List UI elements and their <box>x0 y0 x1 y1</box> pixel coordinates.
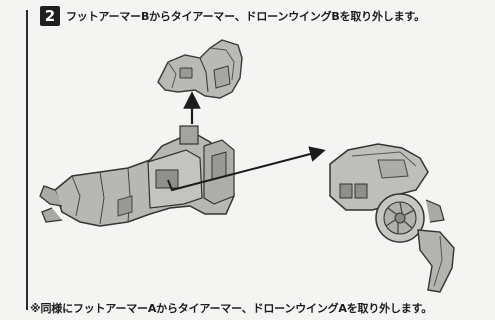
foot-armor-part <box>39 125 235 227</box>
step-instruction: フットアーマーBからタイアーマー、ドローンウイングBを取り外します。 <box>66 10 425 23</box>
footnote: ※同様にフットアーマーAからタイアーマー、ドローンウイングAを取り外します。 <box>30 302 433 315</box>
step-number-badge: 2 <box>40 6 60 26</box>
page-margin-rule <box>26 10 28 310</box>
tire-armor-part <box>157 39 243 99</box>
detach-right-arrow <box>167 146 326 192</box>
drone-wing-part <box>329 143 455 293</box>
